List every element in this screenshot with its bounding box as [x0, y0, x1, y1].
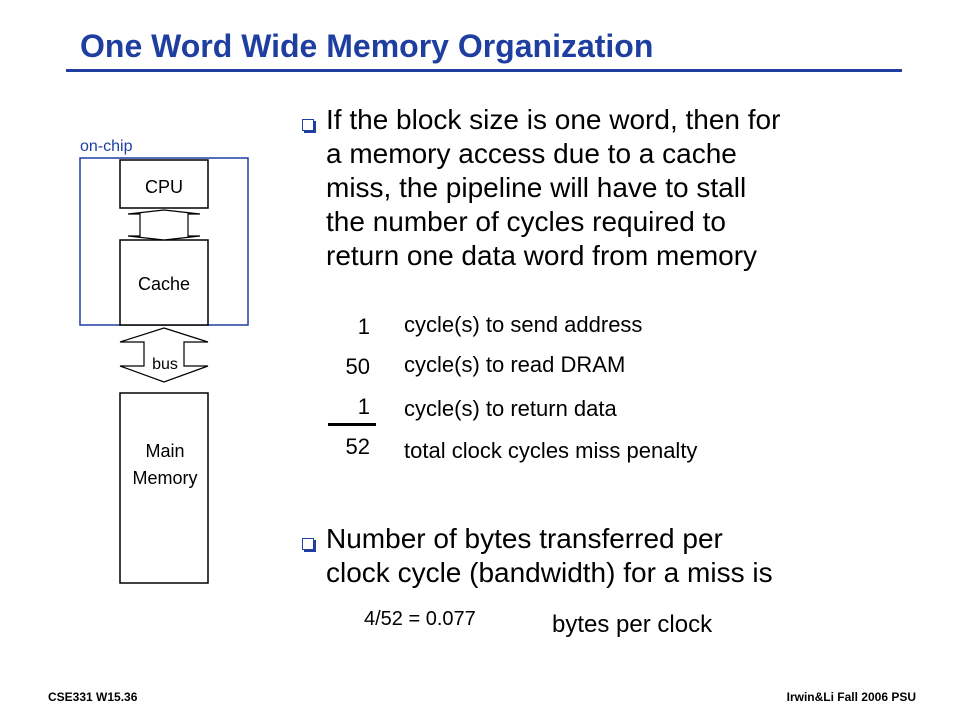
cycle-count: 1 [357, 394, 370, 419]
footer-credit: Irwin&Li Fall 2006 PSU [786, 690, 916, 704]
main-memory-box [119, 392, 209, 584]
bullet-2-line: Number of bytes transferred per [326, 523, 723, 554]
cpu-label: CPU [144, 177, 183, 197]
cycle-description: cycle(s) to read DRAM [404, 352, 626, 377]
footer-course: CSE331 W15.36 [48, 690, 138, 704]
cycle-count: 1 [357, 314, 370, 339]
main-memory-label-line1: Main [145, 441, 185, 461]
slide-title: One Word Wide Memory Organization [80, 28, 654, 64]
bullet-2-line: clock cycle (bandwidth) for a miss is [326, 557, 773, 588]
main-memory-label-line2: Memory [132, 468, 198, 488]
sum-line [328, 423, 376, 426]
title-underline [66, 69, 902, 72]
cpu-cache-arrow [127, 209, 201, 241]
cache-box [119, 239, 209, 326]
bullet-1-line: return one data word from memory [326, 240, 758, 271]
bus-label: bus [152, 356, 178, 373]
onchip-label: on-chip [80, 138, 133, 155]
main-memory-label: Main Memory [110, 438, 220, 492]
cpu-box [119, 159, 209, 209]
bullet-2-text: Number of bytes transferred per clock cy… [326, 522, 926, 590]
bullet-square-icon [302, 119, 314, 131]
bullet-1-line: If the block size is one word, then for [326, 104, 781, 135]
bullet-1-line: a memory access due to a cache [326, 138, 737, 169]
cycle-description: total clock cycles miss penalty [404, 438, 698, 463]
bullet-1-text: If the block size is one word, then for … [326, 103, 926, 273]
bullet-square-icon [302, 538, 314, 550]
memory-diagram [79, 157, 249, 584]
bandwidth-unit: bytes per clock [552, 611, 713, 638]
bandwidth-expression: 4/52 = 0.077 [364, 608, 476, 630]
cycle-total: 52 [345, 434, 370, 459]
bullet-1-line: the number of cycles required to [326, 206, 726, 237]
cycle-count: 50 [345, 354, 370, 379]
bus-arrow [119, 327, 209, 383]
cycle-description: cycle(s) to send address [404, 312, 643, 337]
cache-label: Cache [137, 274, 191, 294]
cycle-description: cycle(s) to return data [404, 396, 617, 421]
bullet-1-line: miss, the pipeline will have to stall [326, 172, 747, 203]
